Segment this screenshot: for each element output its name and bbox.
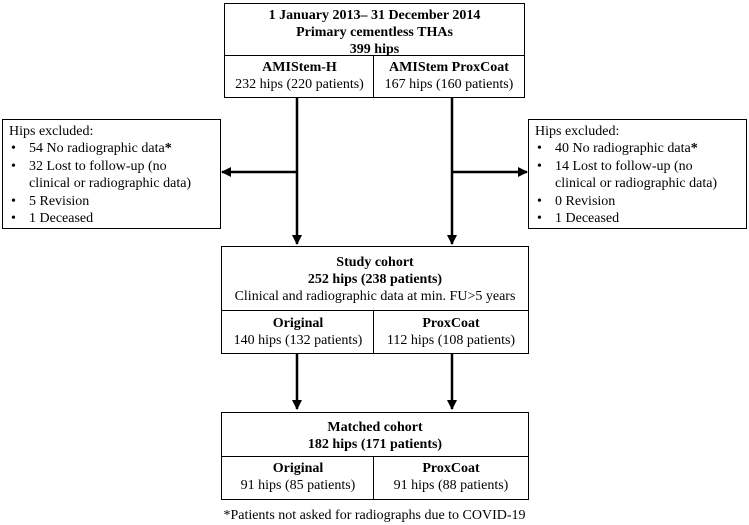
- excluded-left-item: •1 Deceased: [11, 211, 94, 226]
- excluded-left-item: •54 No radiographic data*: [11, 141, 172, 156]
- matched-original-name: Original: [272, 461, 324, 476]
- study-original-count: 140 hips (132 patients): [233, 333, 363, 348]
- matched-original-count: 91 hips (85 patients): [240, 478, 356, 493]
- amistem-proxcoat-name: AMIStem ProxCoat: [389, 60, 509, 75]
- study-cohort-count: 252 hips (238 patients): [307, 272, 443, 287]
- excluded-right-item: •1 Deceased: [537, 211, 620, 226]
- study-cohort-desc: Clinical and radiographic data at min. F…: [234, 289, 516, 304]
- excluded-left-item: •5 Revision: [11, 193, 90, 209]
- matched-proxcoat-name: ProxCoat: [422, 461, 480, 476]
- excluded-left-box: Hips excluded: •54 No radiographic data*…: [2, 119, 221, 229]
- matched-proxcoat-count: 91 hips (88 patients): [393, 478, 509, 493]
- matched-cohort-count: 182 hips (171 patients): [307, 437, 443, 452]
- amistem-proxcoat-box: AMIStem ProxCoat 167 hips (160 patients): [373, 55, 525, 98]
- study-original-name: Original: [272, 316, 324, 331]
- study-cohort-title: Study cohort: [336, 255, 414, 270]
- excluded-right-item: •0 Revision: [537, 193, 616, 209]
- matched-original-box: Original 91 hips (85 patients): [221, 456, 375, 500]
- procedure-type-text: Primary cementless THAs: [296, 25, 453, 40]
- amistem-h-count: 232 hips (220 patients): [235, 77, 364, 92]
- matched-cohort-box: Matched cohort 182 hips (171 patients): [221, 412, 529, 458]
- excluded-right-title: Hips excluded:: [535, 124, 620, 139]
- top-box: 1 January 2013– 31 December 2014 Primary…: [224, 3, 525, 57]
- total-hips-text: 399 hips: [349, 42, 400, 57]
- amistem-proxcoat-count: 167 hips (160 patients): [384, 77, 514, 92]
- study-proxcoat-count: 112 hips (108 patients): [386, 333, 516, 348]
- period-text: 1 January 2013– 31 December 2014: [268, 8, 481, 23]
- study-cohort-box: Study cohort 252 hips (238 patients) Cli…: [221, 246, 529, 312]
- study-proxcoat-name: ProxCoat: [422, 316, 480, 331]
- amistem-h-name: AMIStem-H: [262, 60, 337, 75]
- amistem-h-box: AMIStem-H 232 hips (220 patients): [224, 55, 375, 98]
- footnote: *Patients not asked for radiographs due …: [223, 508, 526, 523]
- excluded-left-title: Hips excluded:: [9, 124, 94, 139]
- study-original-box: Original 140 hips (132 patients): [221, 310, 375, 354]
- excluded-right-item: •40 No radiographic data*: [537, 141, 698, 156]
- matched-cohort-title: Matched cohort: [327, 420, 423, 435]
- excluded-right-box: Hips excluded: •40 No radiographic data*…: [528, 119, 747, 229]
- study-proxcoat-box: ProxCoat 112 hips (108 patients): [373, 310, 529, 354]
- excluded-left-list: •54 No radiographic data* •32 Lost to fo…: [9, 140, 214, 228]
- excluded-right-list: •40 No radiographic data* •14 Lost to fo…: [535, 140, 740, 228]
- matched-proxcoat-box: ProxCoat 91 hips (88 patients): [373, 456, 529, 500]
